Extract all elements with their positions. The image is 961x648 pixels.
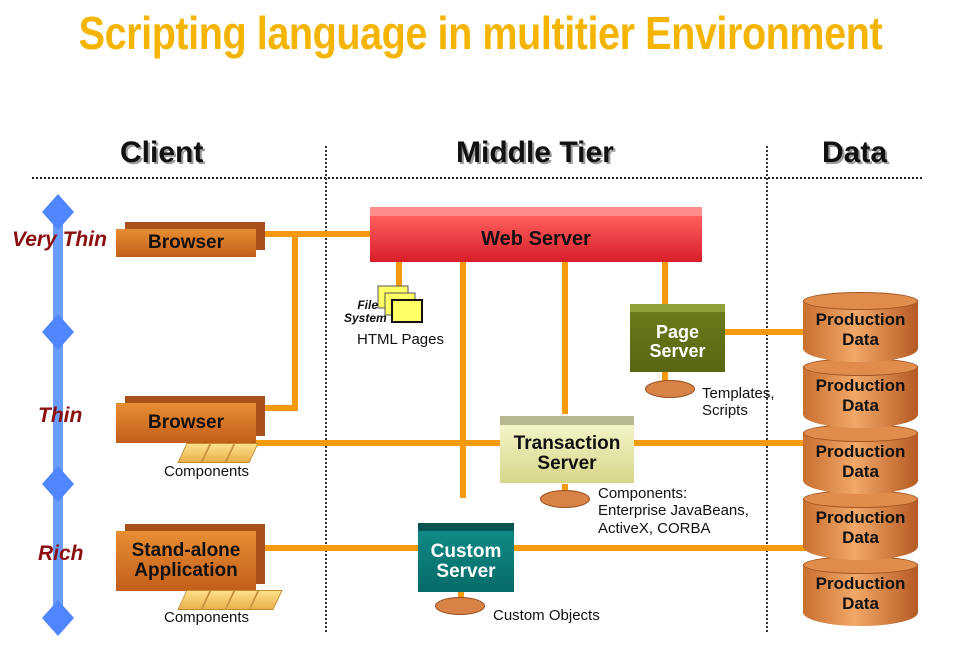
browser-very-thin[interactable]: Browser <box>116 229 256 257</box>
custom-objects-label: Custom Objects <box>493 607 600 624</box>
production-data-2-line2: Data <box>842 396 879 416</box>
production-data-5-line2: Data <box>842 594 879 614</box>
column-divider-client-middle <box>325 146 327 632</box>
wire-rich-to-production <box>265 545 810 551</box>
web-server-label: Web Server <box>481 227 591 250</box>
interface-label: Interface <box>432 510 478 522</box>
production-data-1-line2: Data <box>842 330 879 350</box>
components-label-thin: Components <box>164 463 250 480</box>
txn-components-label: Components: Enterprise JavaBeans, Active… <box>598 485 749 537</box>
txn-components-line2: Enterprise JavaBeans, <box>598 502 749 520</box>
production-data-5-line1: Production <box>815 574 906 593</box>
page-server[interactable]: Page Server <box>630 312 725 372</box>
templates-label: Templates, Scripts <box>702 385 775 420</box>
standalone-label-line2: Application <box>134 560 238 581</box>
header-divider <box>32 177 922 179</box>
templates-cylinder <box>645 380 695 418</box>
level-rich: Rich <box>38 542 84 565</box>
components-label-rich: Components <box>164 609 250 626</box>
wire-browser-webserver <box>255 231 375 237</box>
wire-webserver-filesystem <box>396 262 402 290</box>
axis-diamond-bottom <box>42 600 74 636</box>
txn-components-cylinder <box>540 490 590 528</box>
production-data-3-line1: Production <box>815 442 906 461</box>
column-header-data: Data <box>822 136 888 169</box>
standalone-label-line1: Stand-alone <box>131 540 241 562</box>
wire-pageserver-templates <box>662 372 668 384</box>
custom-server[interactable]: Custom Server <box>418 531 514 592</box>
level-very-thin: Very Thin <box>12 228 107 251</box>
html-pages-icon <box>377 285 423 323</box>
templates-line2: Scripts <box>702 402 748 420</box>
production-data-2-line1: Production <box>815 376 906 395</box>
components-icon-thin <box>170 441 260 463</box>
browser-very-thin-label: Browser <box>147 232 225 254</box>
custom-server-line2: Server <box>436 560 496 582</box>
column-divider-middle-data <box>766 146 768 632</box>
production-data-4-line2: Data <box>842 528 879 548</box>
axis-diamond-lower <box>42 466 74 502</box>
templates-line1: Templates, <box>702 385 775 402</box>
transaction-server-line2: Server <box>537 453 597 474</box>
custom-objects-cylinder <box>435 597 485 635</box>
page-title: Scripting language in multitier Environm… <box>78 7 883 59</box>
axis-diamond-upper <box>42 314 74 350</box>
standalone-application[interactable]: Stand-alone Application <box>116 531 256 591</box>
txn-components-line3: ActiveX, CORBA <box>598 519 711 537</box>
axis-diamond-top <box>42 194 74 230</box>
wire-thin-browser-riser <box>292 231 298 411</box>
transaction-server[interactable]: Transaction Server <box>500 425 634 483</box>
web-server[interactable]: Web Server <box>370 216 702 262</box>
wire-thin-browser-stub <box>258 405 298 411</box>
level-thin: Thin <box>38 404 83 427</box>
client-thickness-axis <box>42 194 74 636</box>
column-header-middle-tier: Middle Tier <box>456 136 614 169</box>
custom-server-line1: Custom <box>430 540 502 562</box>
wire-webserver-custom <box>460 262 466 498</box>
txn-components-line1: Components: <box>598 485 688 502</box>
page-server-line2: Server <box>649 341 706 361</box>
html-pages-label: HTML Pages <box>357 331 444 348</box>
production-data-1-line1: Production <box>815 310 906 329</box>
production-data-3-line2: Data <box>842 462 879 482</box>
wire-webserver-pageserver <box>662 262 668 306</box>
production-data-4-line1: Production <box>815 508 906 527</box>
wire-webserver-transaction <box>562 262 568 414</box>
wire-pageserver-production <box>725 329 810 335</box>
browser-thin-label: Browser <box>147 412 225 434</box>
page-server-line1: Page <box>655 322 700 343</box>
file-system-line2: System <box>344 310 387 325</box>
file-system-label: File System <box>344 298 387 325</box>
transaction-server-line1: Transaction <box>513 433 621 455</box>
column-header-client: Client <box>120 136 204 169</box>
browser-thin[interactable]: Browser <box>116 403 256 443</box>
file-system-line1: File <box>357 298 378 312</box>
